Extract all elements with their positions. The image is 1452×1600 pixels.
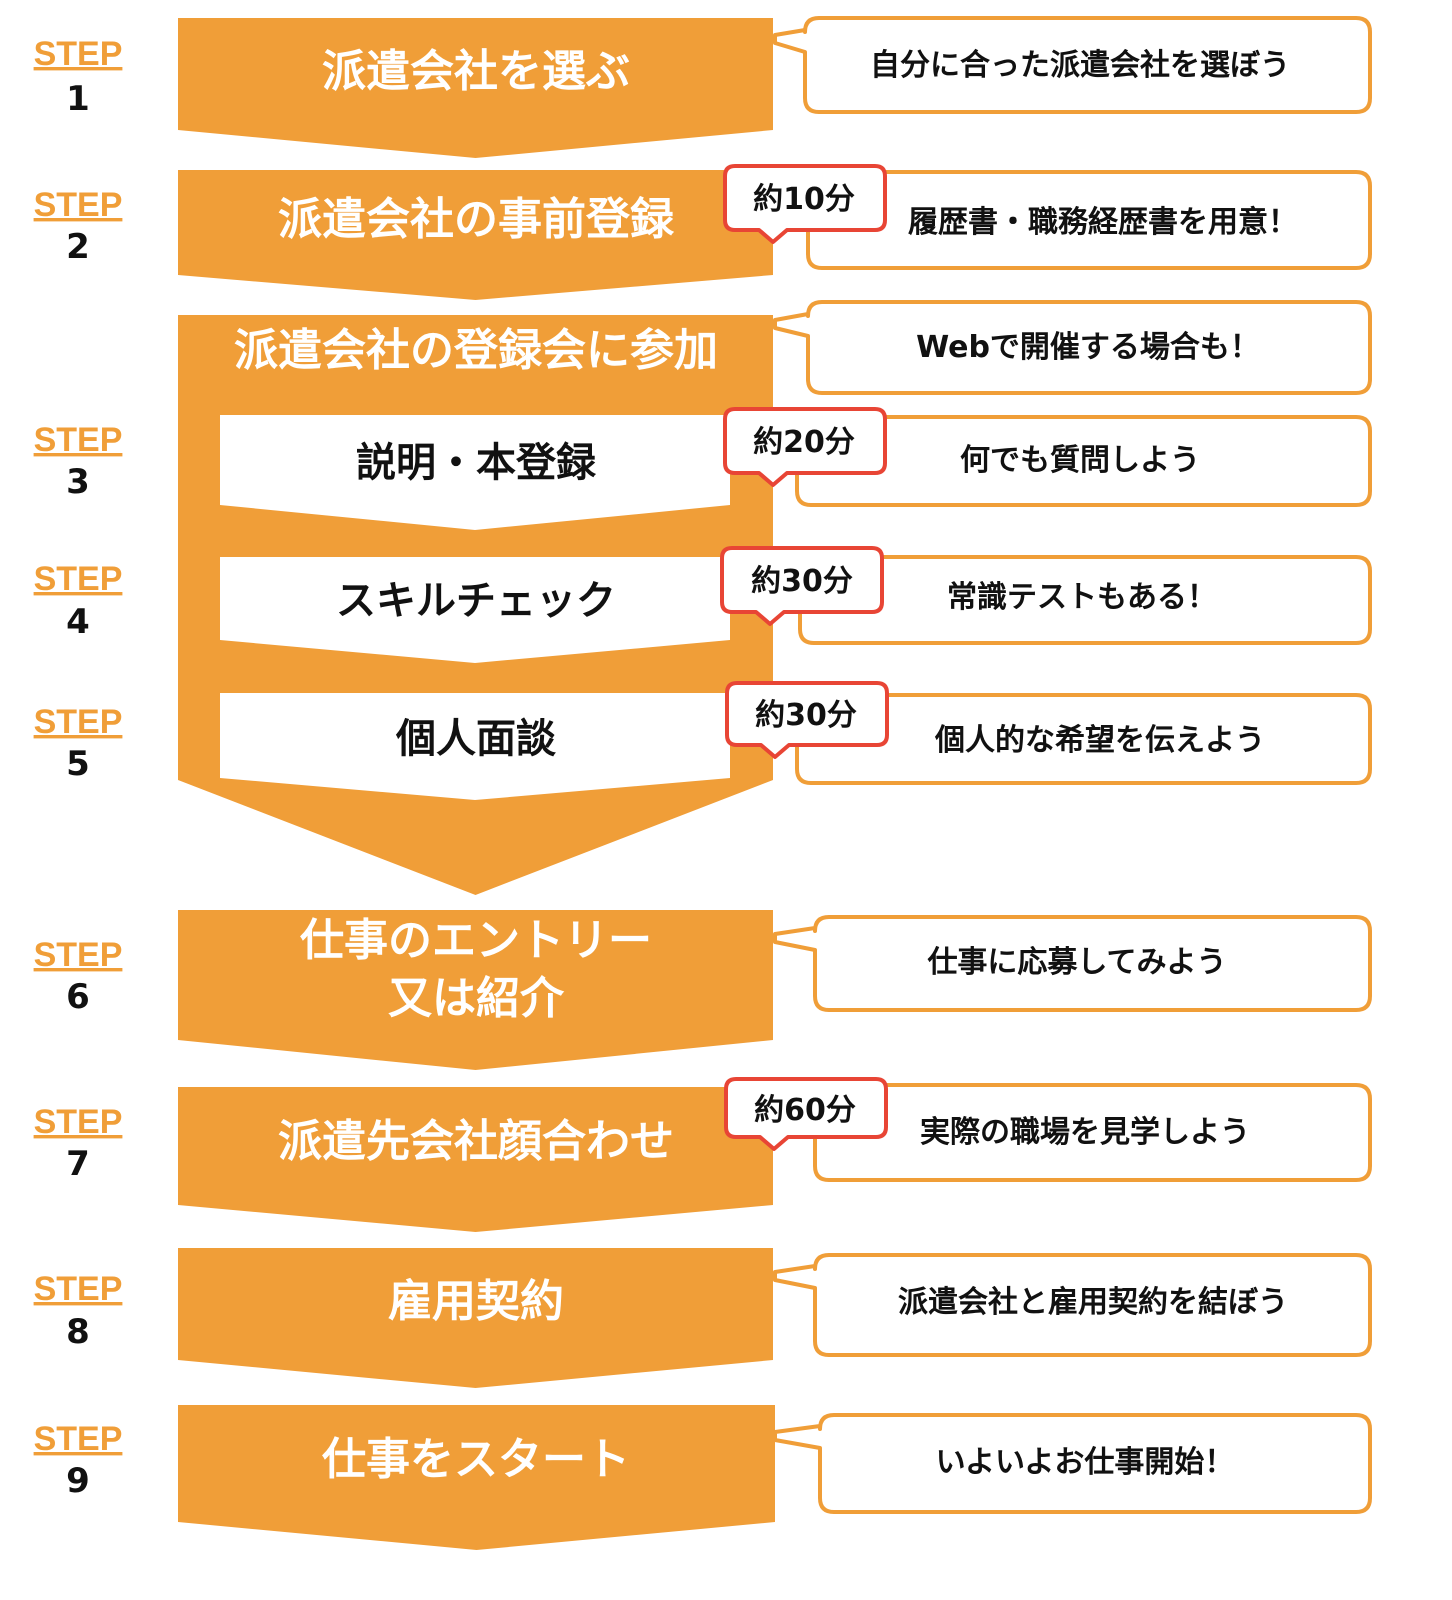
step-5-note: 個人的な希望を伝えよう bbox=[934, 723, 1265, 758]
step-3-time: 約20分 bbox=[753, 425, 855, 460]
step-1-note: 自分に合った派遣会社を選ぼう bbox=[870, 48, 1290, 83]
step-8-title: 雇用契約 bbox=[388, 1276, 564, 1327]
step-2-time: 約10分 bbox=[753, 182, 855, 217]
step-8-chevron bbox=[178, 1248, 773, 1388]
step-9-title: 仕事をスタート bbox=[322, 1434, 630, 1485]
step-word: STEP bbox=[34, 186, 123, 224]
step-2-title: 派遣会社の事前登録 bbox=[278, 194, 675, 245]
step-word: STEP bbox=[34, 936, 123, 974]
step-number: 5 bbox=[66, 744, 90, 784]
step-1-title: 派遣会社を選ぶ bbox=[322, 46, 630, 97]
group-note: Webで開催する場合も！ bbox=[916, 330, 1260, 365]
step-word: STEP bbox=[34, 1270, 123, 1308]
step-word: STEP bbox=[34, 421, 123, 459]
step-number: 2 bbox=[66, 227, 90, 267]
group-title: 派遣会社の登録会に参加 bbox=[234, 325, 718, 376]
step-2-chevron bbox=[178, 170, 773, 300]
step-3-chevron bbox=[220, 415, 730, 530]
step-5-title: 個人面談 bbox=[395, 716, 556, 762]
step-7-time-bubble bbox=[724, 1077, 888, 1151]
step-8-note: 派遣会社と雇用契約を結ぼう bbox=[898, 1285, 1288, 1320]
group-note-box bbox=[773, 300, 1372, 395]
step-number: 3 bbox=[66, 462, 90, 502]
step-6-note-box bbox=[773, 915, 1372, 1012]
step-3-time-bubble bbox=[723, 407, 887, 487]
step-word: STEP bbox=[34, 1420, 123, 1458]
step-1-chevron bbox=[178, 18, 773, 158]
step-number: 7 bbox=[66, 1144, 90, 1184]
step-7-note: 実際の職場を見学しよう bbox=[920, 1115, 1250, 1150]
step-1-note-box bbox=[773, 16, 1372, 114]
step-3-title: 説明・本登録 bbox=[356, 440, 597, 486]
step-6-chevron bbox=[178, 910, 773, 1070]
step-number: 6 bbox=[66, 977, 90, 1017]
step-number: 9 bbox=[66, 1461, 90, 1501]
step-9-note-box bbox=[773, 1413, 1372, 1514]
step-5-chevron bbox=[220, 693, 730, 800]
step-label-4: STEP 4 bbox=[34, 560, 123, 642]
step-2-note: 履歴書・職務経歴書を用意！ bbox=[908, 205, 1298, 240]
step-9-note: いよいよお仕事開始！ bbox=[936, 1445, 1235, 1480]
step-word: STEP bbox=[34, 35, 123, 73]
step-7-time: 約60分 bbox=[754, 1093, 856, 1128]
step-9-chevron bbox=[178, 1405, 775, 1550]
step-4-time-bubble bbox=[720, 546, 884, 626]
step-3-note: 何でも質問しよう bbox=[960, 443, 1200, 478]
step-4-note: 常識テストもある！ bbox=[947, 580, 1217, 615]
step-word: STEP bbox=[34, 1103, 123, 1141]
step-label-1: STEP 1 bbox=[34, 35, 123, 119]
step-label-8: STEP 8 bbox=[34, 1270, 123, 1352]
step-4-title: スキルチェック bbox=[336, 578, 616, 624]
step-4-chevron bbox=[220, 557, 730, 663]
step-number: 4 bbox=[66, 602, 90, 642]
step-6-title-line-1: 仕事のエントリー bbox=[300, 915, 652, 966]
step-number: 1 bbox=[66, 79, 90, 119]
step-word: STEP bbox=[34, 703, 123, 741]
step-7-chevron bbox=[178, 1087, 773, 1232]
step-5-time-bubble bbox=[725, 681, 889, 759]
step-2-time-bubble bbox=[723, 164, 887, 244]
step-8-note-box bbox=[773, 1253, 1372, 1357]
step-4-time: 約30分 bbox=[751, 564, 853, 599]
step-7-title: 派遣先会社顔合わせ bbox=[278, 1116, 674, 1167]
step-word: STEP bbox=[34, 560, 123, 598]
step-6-title-line-2: 又は紹介 bbox=[388, 973, 565, 1024]
step-6-note: 仕事に応募してみよう bbox=[926, 945, 1226, 980]
step-number: 8 bbox=[66, 1312, 90, 1352]
step-5-time: 約30分 bbox=[755, 698, 857, 733]
